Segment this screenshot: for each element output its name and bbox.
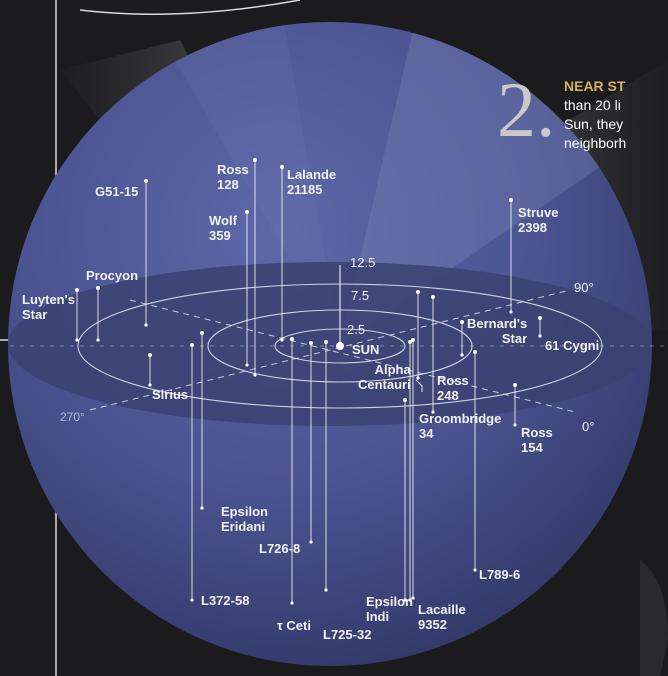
star-label-epsilon-eridani: Epsilon Eridani	[221, 504, 268, 534]
star-base-epsindi	[408, 598, 412, 602]
star-marker-l7268	[309, 341, 313, 345]
star-label-61-cygni: 61 Cygni	[545, 338, 600, 353]
star-marker-ross154	[513, 383, 517, 387]
star-label-l372-58: L372-58	[201, 593, 250, 608]
star-label-l725-32: L725-32	[323, 627, 372, 642]
cone-edge	[640, 560, 668, 676]
star-base-l37258	[190, 598, 194, 602]
star-base-l72532	[324, 588, 328, 592]
star-marker-luyten	[75, 288, 79, 292]
star-label-procyon: Procyon	[86, 268, 139, 283]
star-base-cygni	[538, 334, 542, 338]
axis-label-0: 0°	[582, 419, 595, 434]
ring-label-12-5: 12.5	[350, 255, 376, 270]
star-marker-lacaille	[411, 338, 415, 342]
star-marker-epseri	[200, 331, 204, 335]
top-arc	[79, 0, 301, 15]
star-marker-l37258	[190, 343, 194, 347]
star-label-lacaille-9352: Lacaille 9352	[418, 602, 466, 632]
star-base-g5115	[144, 323, 148, 327]
star-base-lacaille	[411, 596, 415, 600]
galactic-plane	[8, 262, 652, 426]
star-label-epsilon-indi: Epsilon Indi	[366, 594, 413, 624]
star-marker-alpha	[403, 398, 407, 402]
star-label-wolf-359: Wolf 359	[209, 213, 237, 243]
star-marker-epsindi	[408, 340, 412, 344]
star-base-sirius	[148, 383, 152, 387]
star-label-tau-ceti: τ Ceti	[277, 618, 311, 633]
star-marker-struve	[509, 198, 513, 202]
sphere-cone-light-2	[140, 22, 340, 345]
section-number: 2.	[497, 66, 556, 153]
star-base-alpha	[403, 598, 407, 602]
star-base-bernard	[460, 353, 464, 357]
star-marker-groom	[431, 295, 435, 299]
star-stems	[75, 158, 542, 605]
star-label-ross-248: Ross 248	[437, 373, 469, 403]
alpha-centauri-leader	[415, 379, 423, 392]
star-marker-l72532	[324, 340, 328, 344]
star-marker-l7896	[473, 350, 477, 354]
star-label-struve-2398: Struve 2398	[518, 205, 559, 235]
star-label-l789-6: L789-6	[479, 567, 521, 582]
star-base-procyon	[96, 338, 100, 342]
star-label-l726-8: L726-8	[259, 541, 301, 556]
star-label-ross-154: Ross 154	[521, 425, 553, 455]
star-base-groom	[431, 410, 435, 414]
star-marker-bernard	[460, 320, 464, 324]
star-base-tauceti	[290, 601, 294, 605]
star-base-l7268	[309, 540, 313, 544]
axis-label-270: 270°	[60, 410, 85, 424]
star-base-struve	[509, 310, 513, 314]
star-marker-ross128	[253, 158, 257, 162]
star-marker-tauceti	[290, 337, 294, 341]
star-label-alpha-centauri: Alpha Centauri	[358, 362, 411, 392]
axis-lines	[10, 289, 668, 413]
section-text-line-3: neighborh	[564, 135, 627, 151]
star-label-luytens-star: Luyten's Star	[22, 292, 75, 322]
star-marker-procyon	[96, 286, 100, 290]
star-label-bernards-star: Bernard's Star	[467, 316, 528, 346]
star-marker-lalande	[280, 165, 284, 169]
star-base-l7896	[473, 568, 477, 572]
star-label-ross-128: Ross 128	[217, 162, 249, 192]
star-base-ross154	[513, 423, 517, 427]
section-title: NEAR ST	[564, 78, 626, 94]
star-base-ross128	[253, 373, 257, 377]
section-text-line-1: than 20 li	[564, 97, 621, 113]
star-label-groombridge-34: Groombridge 34	[419, 411, 502, 441]
sun-label: SUN	[352, 342, 380, 357]
axis-label-90: 90°	[574, 280, 594, 295]
star-base-wolf359	[245, 363, 249, 367]
section-text-line-2: Sun, they	[564, 116, 624, 132]
ring-label-2-5: 2.5	[347, 322, 366, 337]
star-label-lalande-21185: Lalande 21185	[287, 167, 337, 197]
star-base-epseri	[200, 506, 204, 510]
star-marker-ross248	[416, 290, 420, 294]
star-marker-cygni	[538, 316, 542, 320]
star-marker-g5115	[144, 179, 148, 183]
star-label-sirius: Sirius	[152, 387, 189, 402]
star-base-ross248	[416, 376, 420, 380]
star-label-g51-15: G51-15	[95, 184, 139, 199]
star-base-lalande	[280, 338, 284, 342]
star-marker-wolf359	[245, 210, 249, 214]
star-base-luyten	[75, 338, 79, 342]
star-marker-sirius	[148, 353, 152, 357]
ring-label-7-5: 7.5	[351, 288, 370, 303]
axis-line-90-270	[89, 289, 571, 411]
